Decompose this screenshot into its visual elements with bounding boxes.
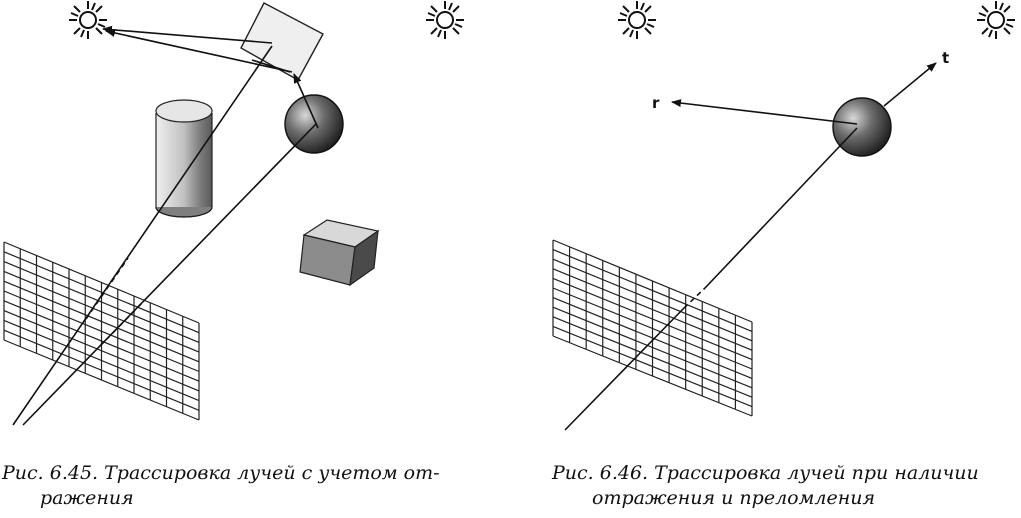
grid-line [3,319,200,402]
grid-line [3,310,200,392]
grid-line [3,329,200,411]
figure-right: r t [552,1,1015,431]
cylinder [155,99,213,218]
grid-line [552,249,753,332]
screen-grid [3,241,200,421]
sphere [832,97,892,157]
caption-line: Рис. 6.46. Трассировка лучей при наличии [552,462,979,484]
light-source-icon [618,1,656,39]
grid-line [552,306,753,389]
grid-line [552,325,753,408]
grid-line [552,316,753,398]
figure-caption: Рис. 6.46. Трассировка лучей при наличии… [552,461,979,511]
light-source-icon [426,1,464,39]
grid-line [3,251,200,334]
grid-line [3,339,200,421]
grid-line [3,270,200,353]
rays [564,62,937,431]
grid-line [552,287,753,370]
grid-line [3,261,200,343]
figure-caption: Рис. 6.45. Трассировка лучей с учетом от… [2,461,440,511]
transmitted-ray-label: t [942,49,949,67]
light-source-icon [977,1,1015,39]
caption-line: отражения и преломления [592,487,876,509]
grid-line [552,258,753,342]
grid-line [3,241,200,324]
grid-line [3,290,200,373]
grid-line [3,300,200,382]
cube [299,219,380,287]
grid-line [552,239,753,323]
grid-line [552,335,753,417]
caption-line: Рис. 6.45. Трассировка лучей с учетом от… [2,462,440,484]
grid-line [552,297,753,379]
rays [12,25,319,426]
light-source-icon [69,1,107,39]
reflected-ray-label: r [652,94,660,112]
grid-line [3,280,200,363]
sphere [284,94,344,154]
screen-grid [552,239,753,417]
grid-line [552,268,753,351]
caption-line: ражения [40,487,134,509]
grid-line [552,277,753,361]
figure-left [3,1,464,426]
